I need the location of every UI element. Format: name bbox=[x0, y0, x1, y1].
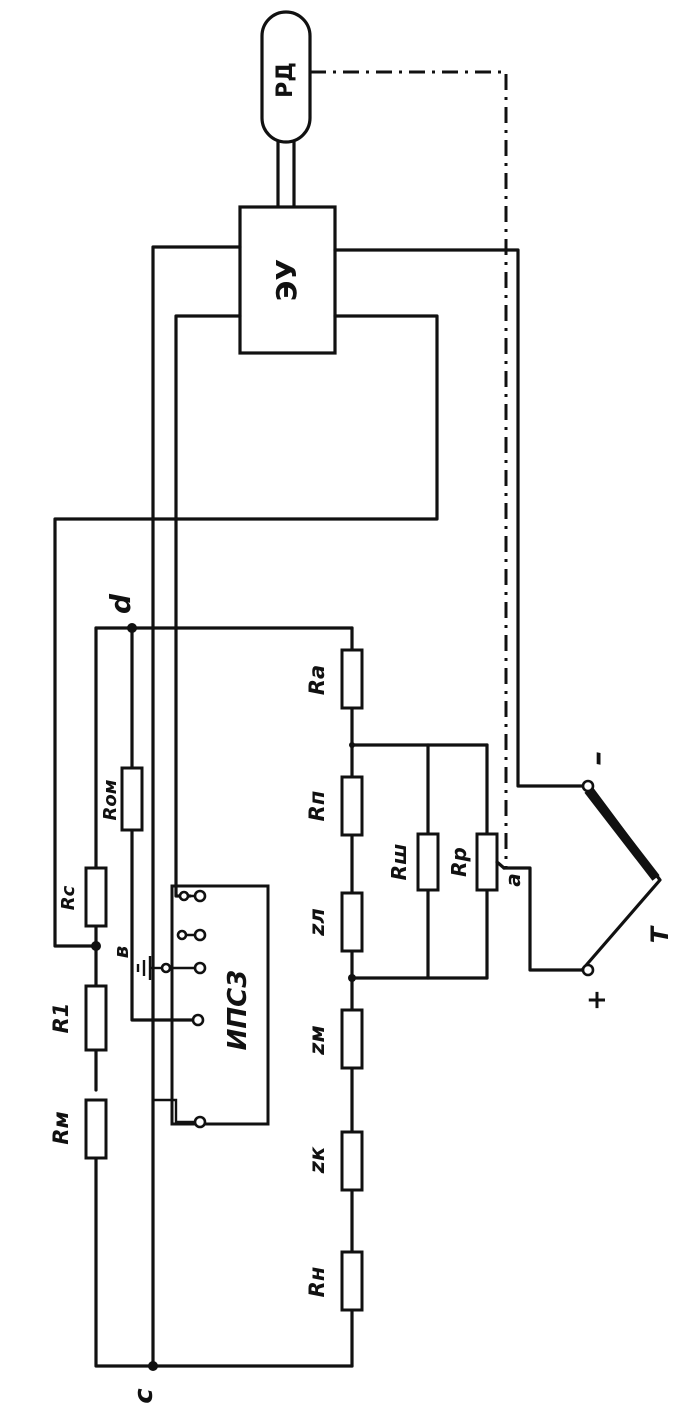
label-rn-top: Rп bbox=[305, 791, 329, 822]
node-a-label: a bbox=[501, 873, 525, 887]
eu-block: ЭУ bbox=[238, 205, 337, 355]
node-b-label: в bbox=[109, 946, 133, 959]
label-r1: R1 bbox=[49, 1003, 73, 1034]
thermocouple: T + – bbox=[580, 751, 674, 1011]
resistors bbox=[84, 648, 506, 1312]
label-rm: Rм bbox=[49, 1111, 73, 1144]
node-c-label: c bbox=[129, 1388, 159, 1404]
label-rc: Rс bbox=[58, 885, 79, 910]
ips-label: ИПС3 bbox=[223, 970, 253, 1051]
label-ra: Ra bbox=[305, 665, 329, 695]
labels: Rм R1 Rс Rом Ra Rп Rш Rр zл zм zк Rн c в… bbox=[49, 593, 525, 1404]
thermocouple-plus: + bbox=[582, 989, 612, 1011]
rd-eu-shaft bbox=[276, 140, 296, 209]
label-rsh: Rш bbox=[387, 844, 411, 881]
rd-label: РД bbox=[273, 62, 298, 98]
thermocouple-minus: – bbox=[580, 751, 615, 766]
label-zk: zк bbox=[305, 1146, 329, 1174]
mechanical-link bbox=[310, 70, 508, 868]
rd-block: РД bbox=[260, 10, 312, 144]
node-d-label: d bbox=[104, 593, 137, 614]
ips-block: ИПС3 bbox=[170, 884, 270, 1126]
junctions bbox=[91, 623, 356, 1371]
eu-label: ЭУ bbox=[270, 259, 303, 301]
ips-terminals bbox=[160, 889, 207, 1129]
label-zm: zм bbox=[305, 1025, 329, 1055]
label-zl: zл bbox=[305, 908, 329, 937]
thermocouple-label: T bbox=[646, 925, 674, 943]
label-rom: Rом bbox=[100, 779, 121, 820]
label-rp: Rр bbox=[447, 847, 471, 877]
label-rn-bottom: Rн bbox=[305, 1267, 329, 1298]
